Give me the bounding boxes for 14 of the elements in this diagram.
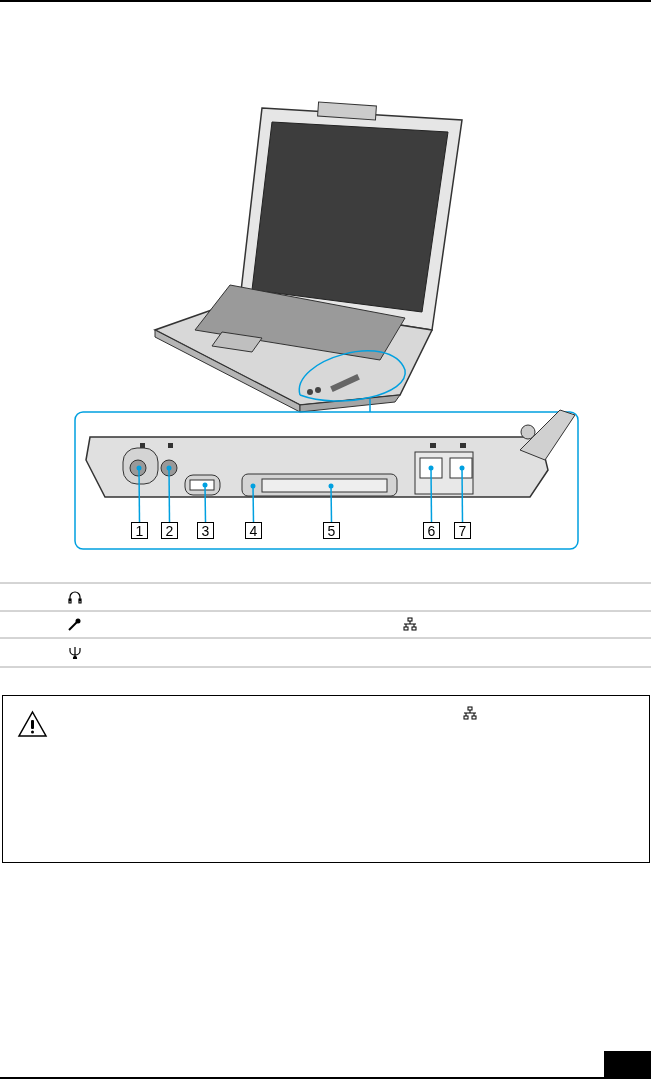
leader-line <box>166 465 172 523</box>
callout-number: 6 <box>423 522 440 539</box>
leader-line <box>328 483 334 523</box>
callout-number: 7 <box>454 522 471 539</box>
callout-number: 2 <box>161 522 178 539</box>
leader-line <box>459 465 465 523</box>
leader-line <box>250 483 256 523</box>
leader-line <box>202 482 208 523</box>
callout-number: 4 <box>245 522 262 539</box>
callout-number: 5 <box>323 522 340 539</box>
leader-line <box>428 465 434 523</box>
callout-number: 3 <box>197 522 214 539</box>
leader-line <box>136 465 142 523</box>
callout-number: 1 <box>131 522 148 539</box>
